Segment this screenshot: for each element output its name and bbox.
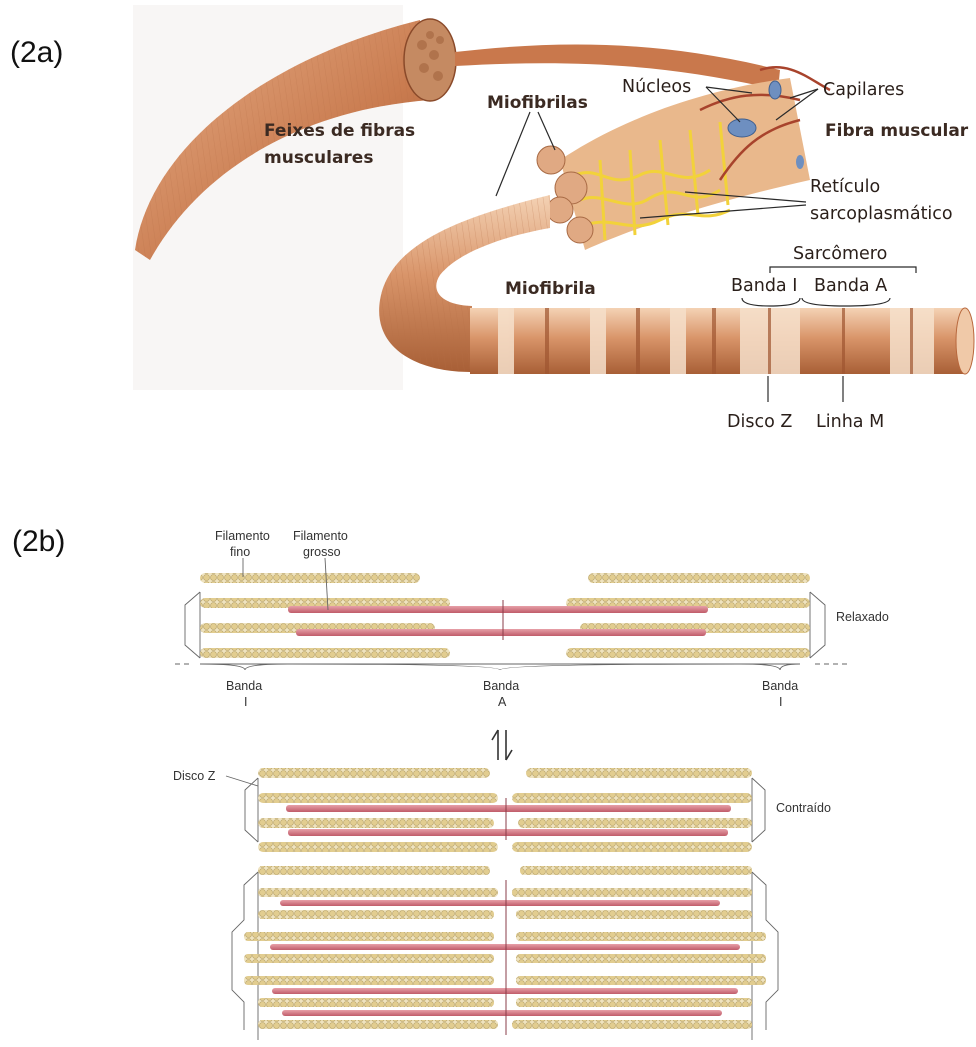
label-sarcomero: Sarcômero	[793, 244, 887, 264]
figure-2b: Filamento fino Filamento grosso Relaxado…	[173, 529, 889, 1040]
label-capilares: Capilares	[823, 80, 904, 100]
label-banda-i-left-2: I	[244, 695, 247, 709]
band-brackets	[175, 664, 850, 670]
label-banda-i-right-2: I	[779, 695, 782, 709]
label-disco-z-b: Disco Z	[173, 769, 216, 783]
figure-2a: Feixes de fibras musculares Miofibrilas …	[133, 5, 974, 432]
nucleus-2	[769, 81, 781, 99]
contracted-myofibril-bundle	[232, 866, 778, 1040]
label-relaxado: Relaxado	[836, 610, 889, 624]
label-reticulo-line1: Retículo	[810, 177, 880, 197]
muscle-fiber-strand	[455, 45, 780, 90]
label-banda-i-right-1: Banda	[762, 679, 798, 693]
nucleus-1	[728, 119, 756, 137]
label-banda-a-2: A	[498, 695, 507, 709]
label-miofibrila: Miofibrila	[505, 279, 596, 299]
label-feixes-line2: musculares	[264, 148, 373, 168]
nucleus-3	[796, 155, 804, 169]
label-filamento-fino-1: Filamento	[215, 529, 270, 543]
label-banda-a: Banda A	[814, 276, 887, 296]
label-filamento-fino-2: fino	[230, 545, 250, 559]
sarcomere-contracted	[245, 768, 765, 852]
label-nucleos: Núcleos	[622, 77, 691, 97]
sarcomere-relaxed	[185, 573, 825, 658]
label-filamento-grosso-1: Filamento	[293, 529, 348, 543]
label-fibra-muscular: Fibra muscular	[825, 121, 969, 141]
reversible-arrows-icon	[492, 730, 512, 760]
label-banda-i-left-1: Banda	[226, 679, 262, 693]
label-miofibrilas: Miofibrilas	[487, 93, 588, 113]
label-banda-a-1: Banda	[483, 679, 519, 693]
label-contraido: Contraído	[776, 801, 831, 815]
muscle-fiber	[560, 78, 810, 250]
label-feixes-line1: Feixes de fibras	[264, 121, 415, 141]
label-banda-i: Banda I	[731, 276, 797, 296]
label-linha-m: Linha M	[816, 412, 884, 432]
label-reticulo-line2: sarcoplasmático	[810, 204, 953, 224]
label-disco-z: Disco Z	[727, 412, 792, 432]
label-filamento-grosso-2: grosso	[303, 545, 341, 559]
